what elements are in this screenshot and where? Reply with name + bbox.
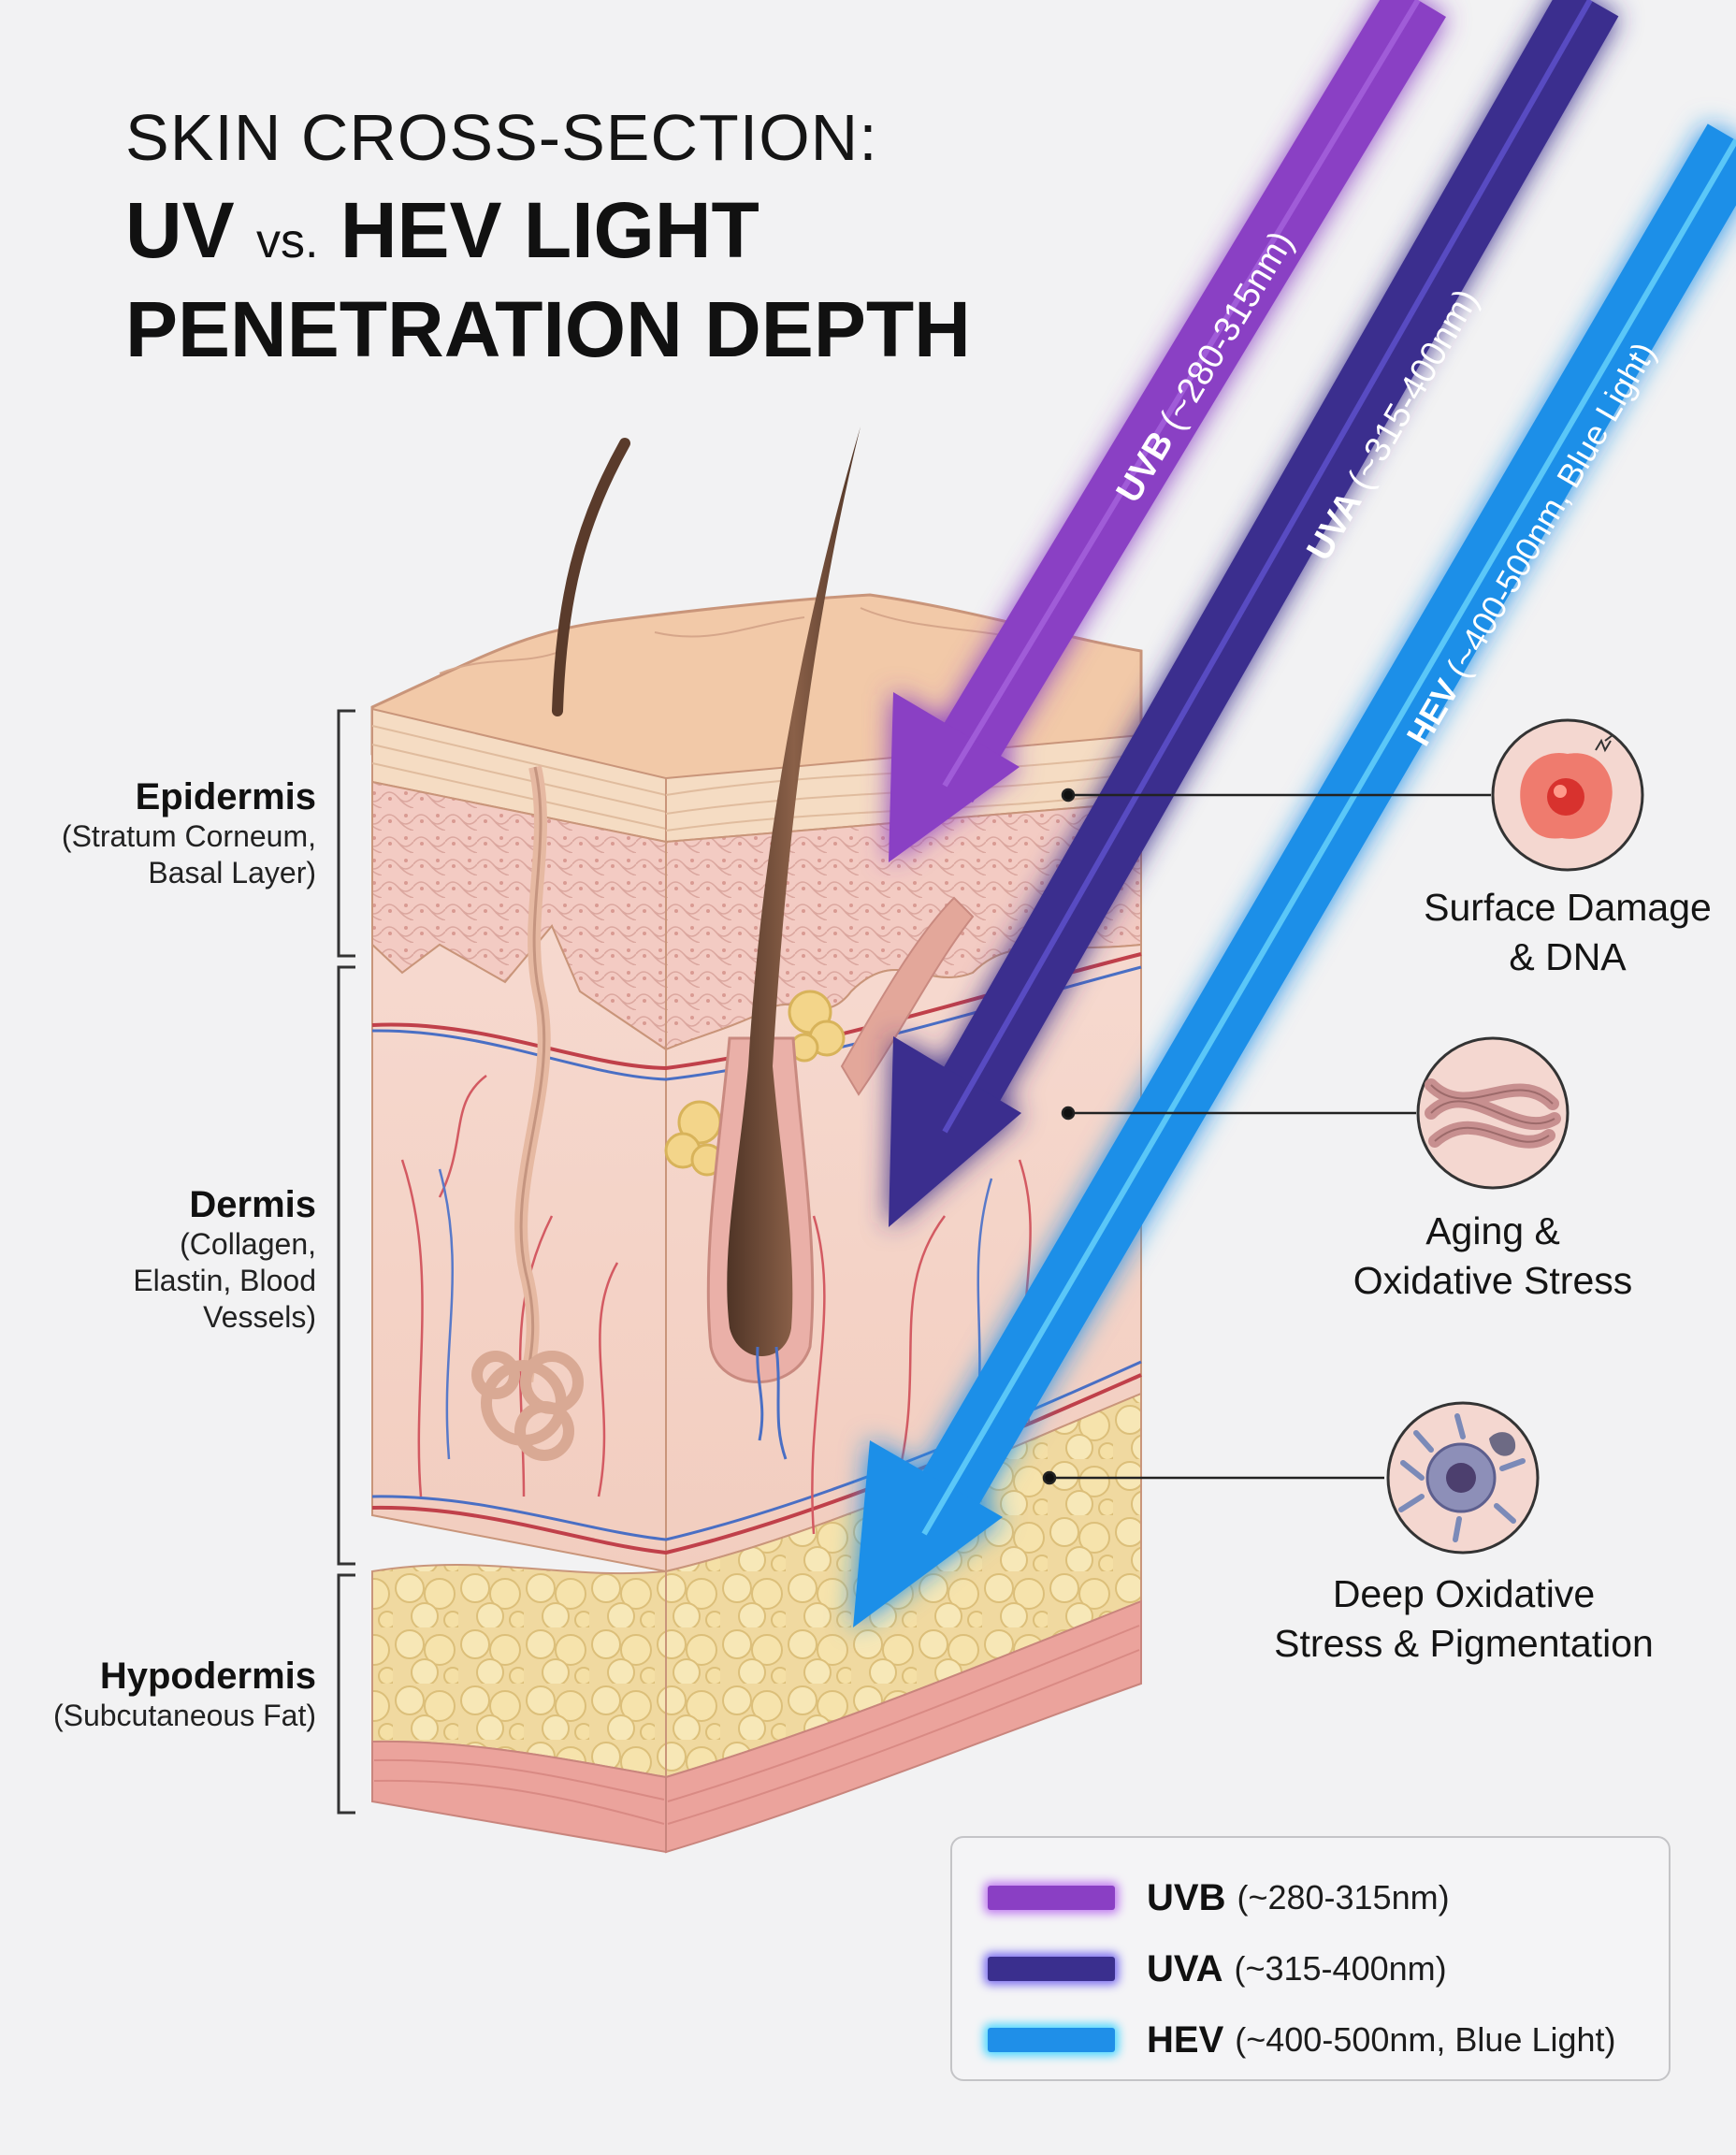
damaged-cell-icon: [1491, 718, 1644, 872]
uva-beam: [889, 0, 1619, 1227]
melanocyte-icon: [1386, 1401, 1540, 1555]
callout-lines: [1042, 788, 1491, 1485]
page-title: SKIN CROSS-SECTION: UV vs. HEV LIGHT PEN…: [125, 105, 971, 369]
right-face-muscle: [665, 1599, 1142, 1854]
title-line-3: PENETRATION DEPTH: [125, 285, 971, 373]
collagen-fibers-icon: [1416, 1036, 1570, 1190]
callout-surface-damage: Surface Damage& DNA: [1424, 886, 1712, 979]
callout-aging: Aging &Oxidative Stress: [1353, 1209, 1633, 1303]
legend-swatch-uvb: [988, 1886, 1115, 1910]
legend-row-uvb: UVB (~280-315nm): [988, 1862, 1669, 1933]
hypodermis-label: Hypodermis (Subcutaneous Fat): [52, 1656, 316, 1732]
sweat-gland: [471, 765, 584, 1461]
sebaceous-gland: [664, 990, 846, 1177]
legend-row-hev: HEV (~400-500nm, Blue Light): [988, 2004, 1669, 2075]
light-beams: [853, 0, 1736, 1627]
arrector-pili-muscle: [840, 896, 975, 1096]
hair-shaft: [727, 427, 861, 1356]
legend-swatch-uva: [988, 1957, 1115, 1981]
hev-beam-label: HEV(~400-500nm, Blue Light): [1398, 336, 1663, 752]
uvb-beam: [889, 0, 1446, 862]
legend-row-uva: UVA (~315-400nm): [988, 1933, 1669, 2004]
legend-swatch-hev: [988, 2028, 1115, 2052]
legend: UVB (~280-315nm) UVA (~315-400nm) HEV (~…: [950, 1836, 1671, 2081]
small-hair: [552, 438, 630, 716]
uvb-beam-label: UVB(~280-315nm): [1109, 224, 1302, 509]
hev-beam: [853, 123, 1736, 1627]
title-line-1: SKIN CROSS-SECTION:: [125, 101, 878, 174]
epidermis-label: Epidermis (Stratum Corneum, Basal Layer): [61, 776, 316, 890]
dermis-label: Dermis (Collagen, Elastin, Blood Vessels…: [133, 1184, 316, 1335]
layer-brackets: [337, 709, 355, 1815]
title-line-2: UV vs. HEV LIGHT: [125, 186, 760, 274]
